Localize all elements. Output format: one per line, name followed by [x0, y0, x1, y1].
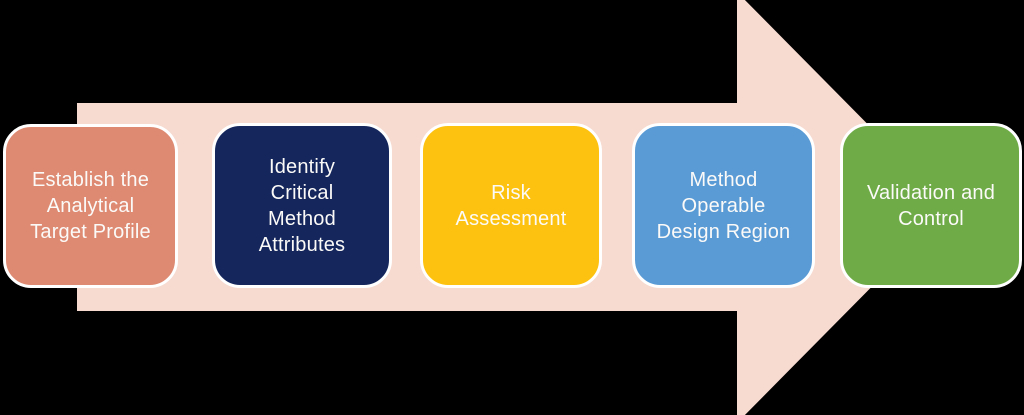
- step-label-line: Attributes: [258, 233, 346, 256]
- step-box-identify-critical-method-attributes: Identify Critical Method Attributes: [212, 123, 392, 288]
- step-label-line: Assessment: [455, 207, 567, 230]
- step-label-line: Method: [689, 168, 758, 191]
- step-box-method-operable-design-region: Method Operable Design Region: [632, 123, 815, 288]
- step-box-risk-assessment: Risk Assessment: [420, 123, 602, 288]
- step-box-validation-and-control: Validation and Control: [840, 123, 1022, 288]
- step-label-line: Design Region: [656, 220, 791, 243]
- step-label-line: Analytical: [46, 195, 135, 217]
- step-label-line: Validation and: [866, 181, 996, 204]
- step-label-line: Target Profile: [30, 221, 151, 243]
- step-label-line: Control: [898, 207, 964, 230]
- step-box-establish-analytical-target-profile: Establish the Analytical Target Profile: [3, 124, 178, 288]
- step-label-line: Identify: [268, 155, 336, 178]
- step-label-line: Method: [268, 207, 336, 230]
- step-label-line: Critical: [270, 181, 334, 204]
- step-label-line: Operable: [681, 194, 766, 217]
- step-label-line: Establish the: [31, 169, 150, 191]
- step-label-line: Risk: [491, 181, 531, 204]
